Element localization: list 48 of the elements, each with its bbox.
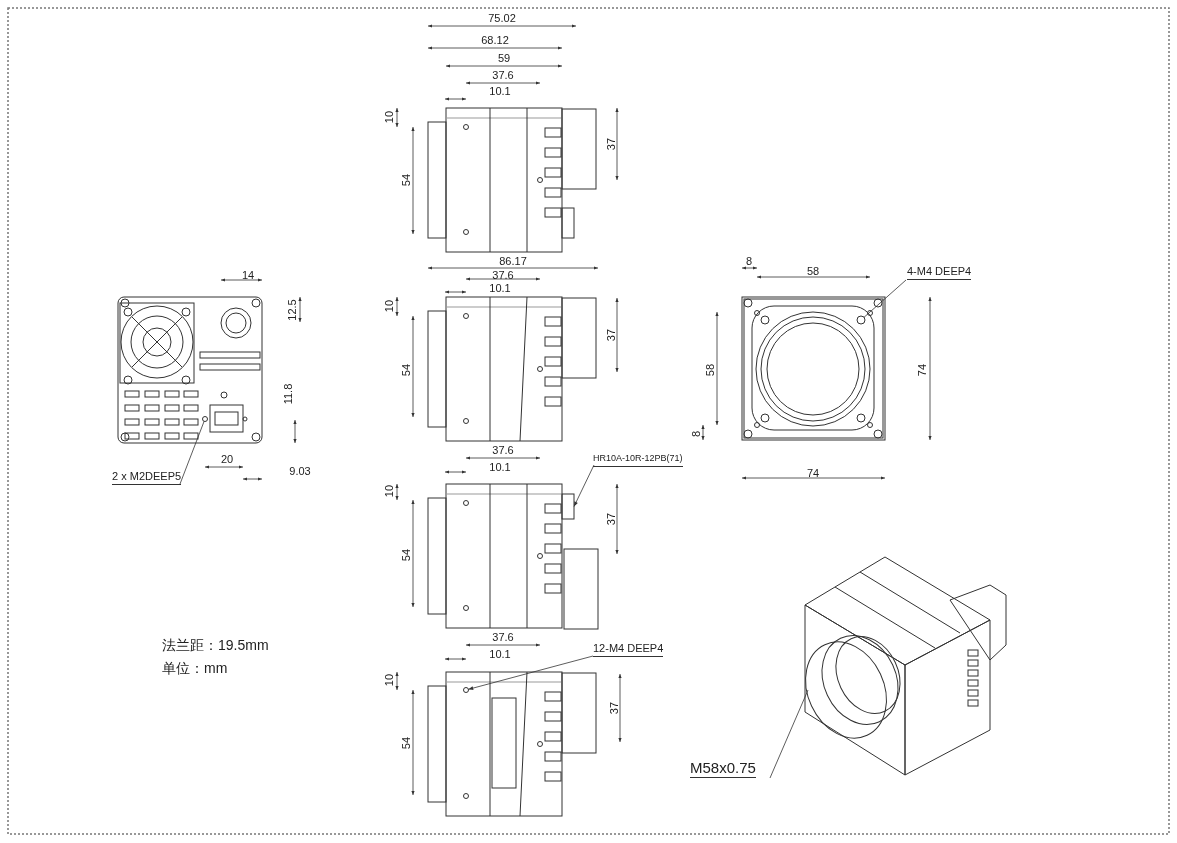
dimension-label: 37 — [605, 328, 617, 342]
dimension-label: 54 — [400, 173, 412, 187]
dimension-label: 10 — [383, 673, 395, 687]
dimension-label: 59 — [497, 52, 511, 64]
leader-line — [863, 279, 907, 318]
leader-line — [769, 689, 809, 779]
dimension-label: 54 — [400, 736, 412, 750]
dimension-label: 37.6 — [492, 269, 514, 281]
dimension-label: 58 — [806, 265, 820, 277]
mounting-hole — [856, 315, 866, 325]
dimension-label: 58 — [704, 363, 716, 377]
dimension-label: 75.02 — [488, 12, 516, 24]
dimension-label: 10.1 — [489, 648, 511, 660]
dimension-label: 54 — [400, 363, 412, 377]
connector-socket — [561, 493, 575, 520]
dimension-label: 74 — [916, 363, 928, 377]
dimension-label: 10 — [383, 299, 395, 313]
dimension-label: 37.6 — [492, 69, 514, 81]
dimension-label: 10.1 — [489, 461, 511, 473]
callout-label: 2 x M2DEEP5 — [112, 470, 182, 485]
dimension-label: 20 — [220, 453, 234, 465]
dimension-label: 10.1 — [489, 282, 511, 294]
dimension-label: 14 — [241, 269, 255, 281]
dimension-label: 10 — [383, 110, 395, 124]
dimension-label: 86.17 — [499, 255, 527, 267]
dimension-label: 12.5 — [286, 299, 298, 321]
dimension-label: 8 — [690, 430, 702, 438]
dimension-label: 11.8 — [282, 383, 294, 405]
dimension-label: 10.1 — [489, 85, 511, 97]
dimension-label: 37 — [608, 701, 620, 715]
callout-label: 12-M4 DEEP4 — [593, 642, 664, 657]
callout-label: 4-M4 DEEP4 — [907, 265, 972, 280]
dimension-label: 10 — [383, 484, 395, 498]
callout-label: M58x0.75 — [690, 759, 756, 778]
note-text: 单位：mm — [162, 659, 228, 677]
dimension-label: 8 — [745, 255, 753, 267]
dimension-label: 37 — [605, 137, 617, 151]
mounting-hole — [463, 687, 469, 693]
dimension-label: 68.12 — [481, 34, 509, 46]
dimension-label: 37 — [605, 512, 617, 526]
dimension-label: 74 — [806, 467, 820, 479]
note-text: 法兰距：19.5mm — [162, 636, 269, 654]
mounting-hole — [202, 416, 208, 422]
callout-label: HR10A-10R-12PB(71) — [593, 452, 683, 467]
dimension-label: 37.6 — [492, 631, 514, 643]
dimension-label: 37.6 — [492, 444, 514, 456]
dimension-label: 54 — [400, 548, 412, 562]
dimension-label: 9.03 — [289, 465, 311, 477]
